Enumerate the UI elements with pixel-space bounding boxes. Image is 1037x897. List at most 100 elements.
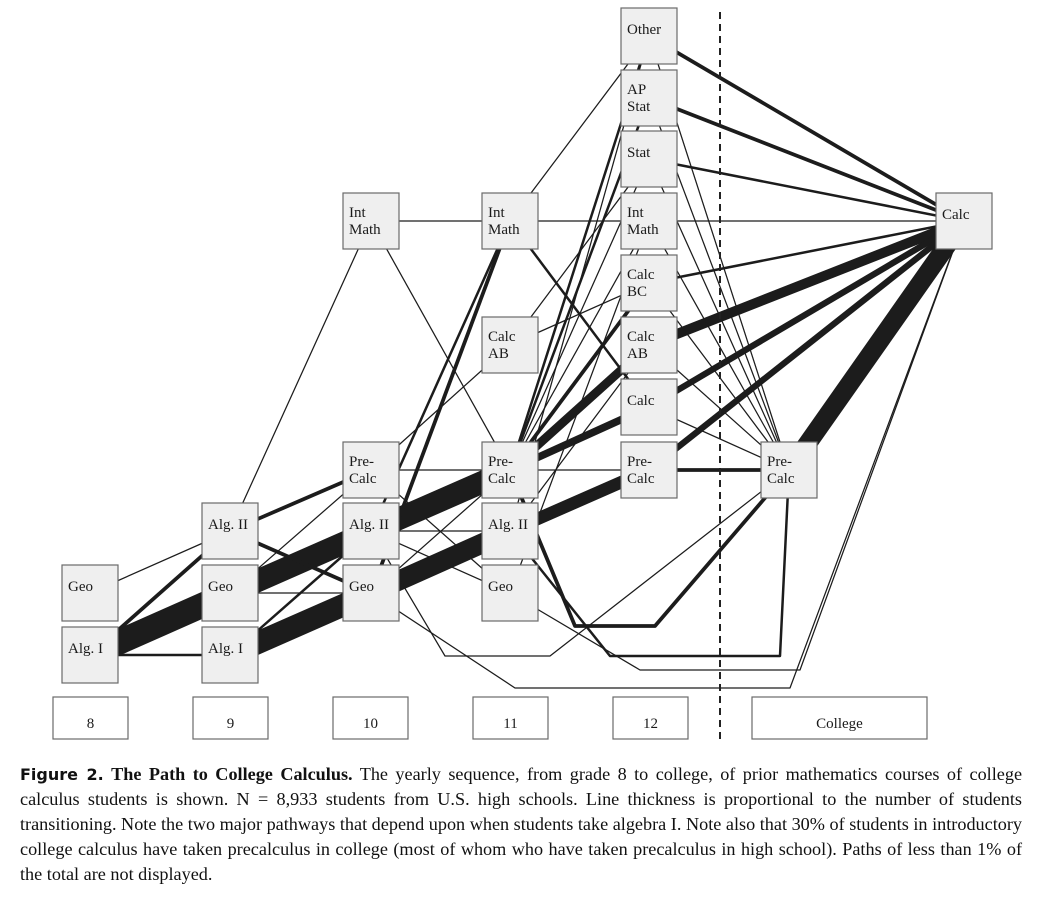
node-label: Calc xyxy=(627,329,655,345)
flow-g11_geo-to-col_calc xyxy=(509,220,965,671)
node-label: Geo xyxy=(208,579,233,595)
flow-col_pre-to-col_calc xyxy=(781,215,972,476)
node-g11_alg2: Alg. II xyxy=(481,502,539,560)
grade-label: 8 xyxy=(87,716,95,732)
node-g12_stat: Stat xyxy=(620,130,678,188)
flow-g11_int-to-g12_other xyxy=(509,35,650,222)
figure-caption: Figure 2. The Path to College Calculus. … xyxy=(20,762,1022,887)
node-label: Math xyxy=(488,222,520,238)
grade-box xyxy=(751,696,928,740)
node-g8_geo: Geo xyxy=(61,564,119,622)
node-label: Alg. II xyxy=(208,517,248,533)
flow-g12_stat-to-col_calc xyxy=(648,157,965,223)
node-label: Calc xyxy=(488,329,516,345)
node-label: Calc xyxy=(942,207,970,223)
node-g12_pre: Pre-Calc xyxy=(620,441,678,499)
figure-title: The Path to College Calculus. xyxy=(111,764,353,784)
node-label: BC xyxy=(627,284,647,300)
grade-box xyxy=(52,696,129,740)
node-label: Pre- xyxy=(767,454,792,470)
flow-g12_apstat-to-col_calc xyxy=(648,96,965,223)
node-g10_alg2: Alg. II xyxy=(342,502,400,560)
node-label: Math xyxy=(349,222,381,238)
node-g12_other: Other xyxy=(620,7,678,65)
node-label: Int xyxy=(488,205,505,221)
node-label: Int xyxy=(349,205,366,221)
node-box xyxy=(620,192,678,250)
node-box xyxy=(61,564,119,622)
node-box xyxy=(481,502,539,560)
node-label: Calc xyxy=(627,393,655,409)
node-box xyxy=(620,69,678,127)
node-label: AB xyxy=(488,346,509,362)
node-box xyxy=(935,192,993,250)
flow-g10_geo-to-col_calc xyxy=(370,220,965,689)
node-box xyxy=(481,192,539,250)
flow-g12_calc-to-col_calc xyxy=(647,218,966,410)
node-box xyxy=(620,316,678,374)
flow-g11_pre-to-col_pre xyxy=(508,468,791,628)
grade-label: 10 xyxy=(363,716,378,732)
node-g8_alg1: Alg. I xyxy=(61,626,119,684)
flow-g11_alg2-to-g12_ab xyxy=(509,344,650,532)
node-box xyxy=(760,441,818,499)
node-g12_calc: Calc xyxy=(620,378,678,436)
node-label: Alg. II xyxy=(349,517,389,533)
grade-box xyxy=(472,696,549,740)
node-label: Geo xyxy=(349,579,374,595)
node-label: Calc xyxy=(627,471,655,487)
node-box xyxy=(342,192,400,250)
flow-g12_bc-to-col_calc xyxy=(648,219,965,285)
grade-college: College xyxy=(751,696,928,740)
node-g10_pre: Pre-Calc xyxy=(342,441,400,499)
node-box xyxy=(201,564,259,622)
node-label: AP xyxy=(627,82,646,98)
grade-10: 10 xyxy=(332,696,409,740)
grade-box xyxy=(612,696,689,740)
node-col_pre: Pre-Calc xyxy=(760,441,818,499)
flow-g10_alg2-to-col_pre xyxy=(370,469,790,657)
node-box xyxy=(61,626,119,684)
node-label: Geo xyxy=(488,579,513,595)
grade-11: 11 xyxy=(472,696,549,740)
node-box xyxy=(620,441,678,499)
node-label: Pre- xyxy=(488,454,513,470)
node-label: Calc xyxy=(488,471,516,487)
node-label: AB xyxy=(627,346,648,362)
grade-label: 12 xyxy=(643,716,658,732)
node-label: Math xyxy=(627,222,659,238)
node-box xyxy=(342,441,400,499)
flow-g11_pre-to-g12_bc xyxy=(508,281,651,472)
node-g9_alg1: Alg. I xyxy=(201,626,259,684)
node-g11_pre: Pre-Calc xyxy=(481,441,539,499)
flow-g12_ab-to-col_calc xyxy=(647,216,966,350)
node-box xyxy=(342,564,400,622)
grade-12: 12 xyxy=(612,696,689,740)
node-box xyxy=(342,502,400,560)
caption-body: The yearly sequence, from grade 8 to col… xyxy=(20,764,1023,884)
node-box xyxy=(620,254,678,312)
node-label: Int xyxy=(627,205,644,221)
node-col_calc: Calc xyxy=(935,192,993,250)
grade-9: 9 xyxy=(192,696,269,740)
figure-label: Figure 2. xyxy=(20,765,104,784)
flow-g12_pre-to-col_calc xyxy=(647,218,966,473)
node-box xyxy=(620,378,678,436)
node-box xyxy=(620,130,678,188)
grade-labels: 8 9 10 11 12 College xyxy=(52,696,928,740)
grade-label: College xyxy=(816,716,863,732)
node-label: Pre- xyxy=(349,454,374,470)
node-label: Alg. II xyxy=(488,517,528,533)
node-label: Stat xyxy=(627,99,651,115)
node-label: Alg. I xyxy=(68,641,103,657)
node-label: Alg. I xyxy=(208,641,243,657)
grade-label: 9 xyxy=(227,716,235,732)
